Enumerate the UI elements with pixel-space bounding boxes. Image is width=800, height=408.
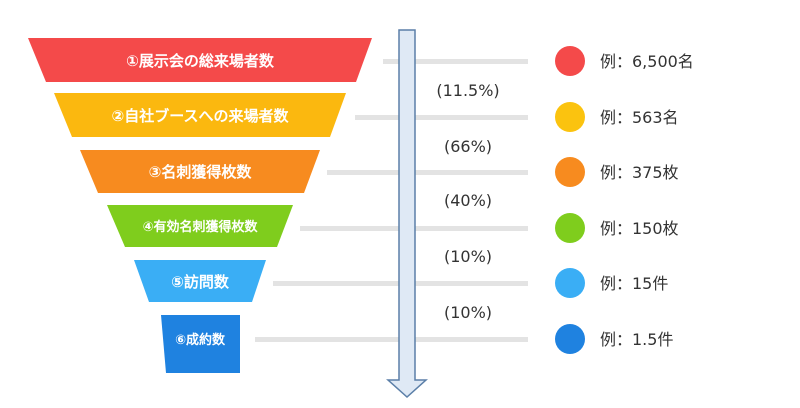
example-value-3: 例：375枚 [600,163,679,182]
funnel: ①展示会の総来場者数 ②自社ブースへの来場者数 ③名刺獲得枚数 ④有効名刺獲得枚… [28,38,372,373]
funnel-stage-label-2: ②自社ブースへの来場者数 [112,107,290,125]
connector-line-3 [327,170,528,175]
connector-line-6 [255,337,528,342]
example-value-5: 例：15件 [600,274,668,293]
conversion-rate-3: (40%) [444,191,492,210]
funnel-stage-label-5: ⑤訪問数 [171,273,230,291]
funnel-stage-2 [54,93,346,137]
example-value-1: 例：6,500名 [600,52,694,71]
legend-dot-1 [555,46,585,76]
conversion-rate-2: (66%) [444,137,492,156]
example-value-2: 例：563名 [600,108,679,127]
example-values: 例：6,500名 例：563名 例：375枚 例：150枚 例：15件 例：1.… [555,46,694,354]
funnel-stage-label-1: ①展示会の総来場者数 [126,52,275,70]
example-value-6: 例：1.5件 [600,330,673,349]
legend-dot-5 [555,268,585,298]
conversion-rates: (11.5%) (66%) (40%) (10%) (10%) [436,81,499,322]
conversion-rate-5: (10%) [444,303,492,322]
funnel-stage-label-3: ③名刺獲得枚数 [149,163,253,181]
down-arrow-shape [386,29,428,399]
legend-dot-2 [555,102,585,132]
funnel-stage-1 [28,38,372,82]
legend-dot-3 [555,157,585,187]
funnel-stage-5 [134,260,266,302]
conversion-rate-1: (11.5%) [436,81,499,100]
down-arrow-icon [386,29,428,399]
funnel-stage-label-4: ④有効名刺獲得枚数 [142,219,258,235]
connector-line-1 [383,59,528,64]
connector-line-2 [355,115,528,120]
conversion-rate-4: (10%) [444,247,492,266]
funnel-stage-label-6: ⑥成約数 [175,332,226,348]
example-value-4: 例：150枚 [600,219,679,238]
legend-dot-4 [555,213,585,243]
funnel-stage-3 [80,150,320,193]
funnel-stage-4 [107,205,293,247]
funnel-stage-6 [161,315,240,373]
legend-dot-6 [555,324,585,354]
